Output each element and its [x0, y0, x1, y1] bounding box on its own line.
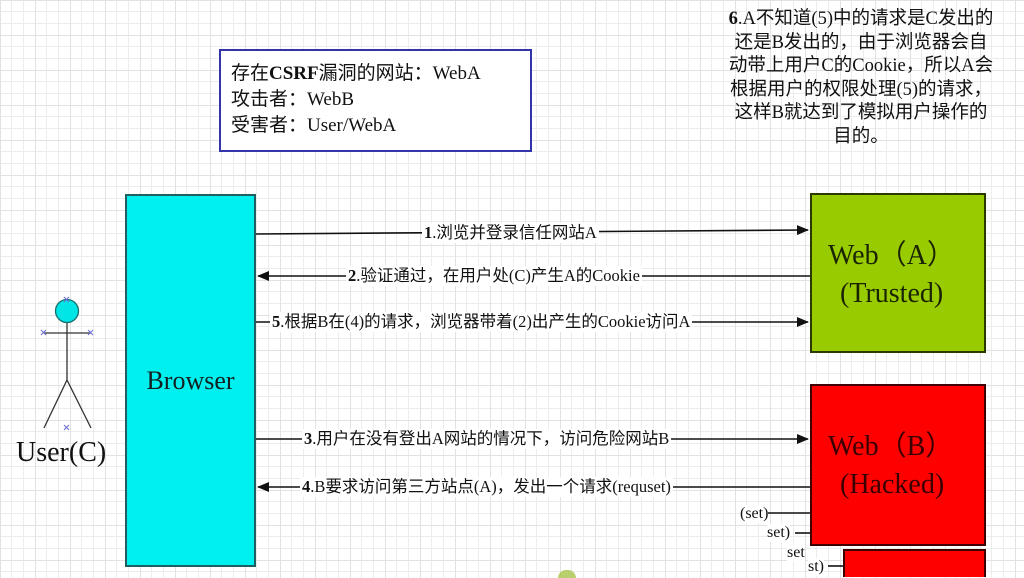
label-fragment: (set): [740, 505, 769, 523]
web-b-subtitle: (Hacked): [840, 469, 945, 500]
step-6-number: 6: [728, 9, 738, 29]
info-victim: 受害者：User/WebA: [231, 115, 397, 136]
arrow-2-label: 2.验证通过，在用户处(C)产生A的Cookie: [346, 266, 642, 286]
label-fragment: st): [808, 558, 824, 576]
browser-node: Browser: [125, 194, 256, 567]
info-vulnerable-site: 存在CSRF漏洞的网站：WebA: [231, 63, 481, 84]
label-fragment: set): [767, 524, 791, 542]
web-b-node: Web（B） (Hacked): [810, 384, 986, 546]
step-6-note: 6.A不知道(5)中的请求是C发出的 还是B发出的，由于浏览器会自 动带上用户C…: [728, 9, 994, 147]
actor-head: [54, 298, 80, 324]
decorative-artifact: [558, 570, 576, 578]
web-a-node: Web（A） (Trusted): [810, 193, 986, 353]
user-actor-icon: [40, 296, 94, 431]
user-actor-label: User(C): [16, 437, 107, 468]
arrow-5-label: 5.根据B在(4)的请求，浏览器带着(2)出产生的Cookie访问A: [270, 312, 693, 332]
browser-label: Browser: [146, 365, 235, 395]
web-b-duplicate-node: [843, 549, 986, 577]
web-a-subtitle: (Trusted): [840, 278, 944, 309]
web-b-title: Web（B）: [828, 431, 954, 462]
label-fragment: set: [787, 544, 805, 562]
arrow-1-label: 1.浏览并登录信任网站A: [422, 223, 599, 243]
arrow-4-label: 4.B要求访问第三方站点(A)，发出一个请求(requset): [300, 477, 673, 497]
web-a-title: Web（A）: [828, 240, 955, 271]
arrow-3-label: 3.用户在没有登出A网站的情况下，访问危险网站B: [302, 429, 672, 449]
legend-info-box: 存在CSRF漏洞的网站：WebA 攻击者：WebB 受害者：User/WebA: [219, 49, 532, 152]
info-attacker: 攻击者：WebB: [231, 89, 355, 110]
